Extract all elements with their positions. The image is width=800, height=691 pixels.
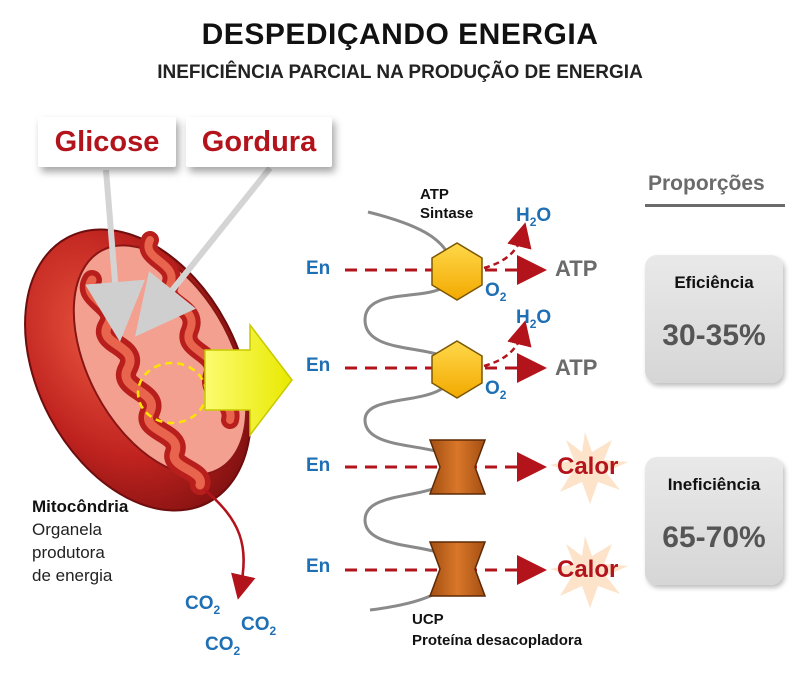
atp-synthase-1 (431, 242, 483, 301)
co2-arrow (204, 489, 256, 600)
ucp-label: UCP Proteína desacopladora (412, 611, 583, 649)
atp-output-1: ATP (555, 256, 598, 281)
heat-output-2: Calor (557, 556, 619, 583)
fat-arrow (135, 166, 273, 337)
proportions-divider (645, 204, 785, 207)
energy-label-3: En (306, 455, 331, 476)
atp-output-2: ATP (555, 355, 598, 380)
water-label-1: H2O (516, 205, 552, 229)
co2-label-1: CO2 (185, 593, 221, 617)
energy-label-4: En (306, 556, 331, 577)
inefficiency-card: Ineficiência 65-70% (645, 457, 783, 585)
energy-label-2: En (306, 355, 331, 376)
page-title: DESPEDIÇANDO ENERGIA (201, 18, 599, 51)
heat-burst-1 (550, 432, 628, 504)
mitochondrion-name: Mitocôndria (32, 497, 129, 516)
atp-synthase-2 (431, 340, 483, 399)
co2-label-3: CO2 (205, 634, 241, 658)
oxygen-label-1: O2 (485, 280, 507, 304)
ucp-2 (428, 541, 487, 597)
energy-label-1: En (306, 258, 331, 279)
water-arrow-1 (483, 222, 532, 270)
glucose-arrow (85, 169, 145, 342)
energy-flow-arrows (345, 255, 547, 585)
efficiency-value: 30-35% (662, 319, 766, 352)
membrane-line (363, 210, 457, 612)
fat-box: Gordura (186, 117, 332, 167)
mitochondrion-desc-1: Organela (32, 520, 102, 539)
mitochondrion-desc-3: de energia (32, 566, 113, 585)
glucose-box: Glicose (38, 117, 176, 167)
inefficiency-value: 65-70% (662, 521, 766, 554)
atp-synthase-label: ATP Sintase (420, 186, 474, 222)
proportions-title: Proporções (648, 172, 765, 195)
co2-label-2: CO2 (241, 614, 277, 638)
mitochondrion-caption: Mitocôndria Organela produtora de energi… (32, 495, 128, 587)
water-label-2: H2O (516, 307, 552, 331)
page-subtitle: INEFICIÊNCIA PARCIAL NA PRODUÇÃO DE ENER… (157, 62, 643, 83)
yellow-arrow (204, 322, 293, 438)
oxygen-label-2: O2 (485, 378, 507, 402)
water-arrow-2 (483, 320, 532, 368)
ucp-1 (428, 439, 487, 495)
efficiency-card: Eficiência 30-35% (645, 255, 783, 383)
mitochondrion-desc-2: produtora (32, 543, 105, 562)
heat-burst-2 (550, 536, 628, 608)
inefficiency-label: Ineficiência (667, 475, 761, 494)
heat-output-1: Calor (557, 453, 619, 480)
efficiency-label: Eficiência (674, 273, 754, 292)
